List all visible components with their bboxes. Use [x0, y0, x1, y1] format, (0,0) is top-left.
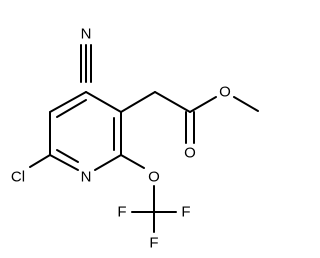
atom-label-nitrile-n: N	[81, 26, 92, 43]
ring-bond-n1-c6	[49, 154, 79, 171]
bond-c3-ch2	[120, 91, 156, 113]
atom-label-chlorine: Cl	[11, 169, 25, 186]
bond-carbonyl-o-ester	[189, 96, 217, 113]
atom-label-fluorine-bottom: F	[149, 235, 158, 252]
atom-label-ester-o: O	[219, 84, 231, 101]
atom-label-ether-o: O	[148, 169, 160, 186]
ring-bond-n1-c6-inner	[56, 149, 79, 163]
ring-bond-c4-c3	[85, 91, 122, 113]
structure-diagram: N N Cl O O O F F F	[11, 26, 259, 252]
bond-c6-cl	[29, 154, 51, 168]
atom-label-carbonyl-o: O	[184, 145, 196, 162]
ring-bond-c5-c4	[49, 91, 87, 113]
bond-o-ester-methyl	[233, 96, 259, 112]
bond-ch2-carbonyl	[154, 91, 191, 113]
atom-label-ring-n: N	[81, 169, 92, 186]
atom-label-fluorine-left: F	[117, 204, 126, 221]
atom-label-fluorine-right: F	[181, 204, 190, 221]
ring-bond-c2-n1	[94, 154, 122, 171]
molecule-canvas: N N Cl O O O F F F	[11, 26, 259, 252]
bond-c2-o-ether	[120, 154, 145, 169]
ring-bond-c5-c4-inner	[56, 99, 87, 118]
